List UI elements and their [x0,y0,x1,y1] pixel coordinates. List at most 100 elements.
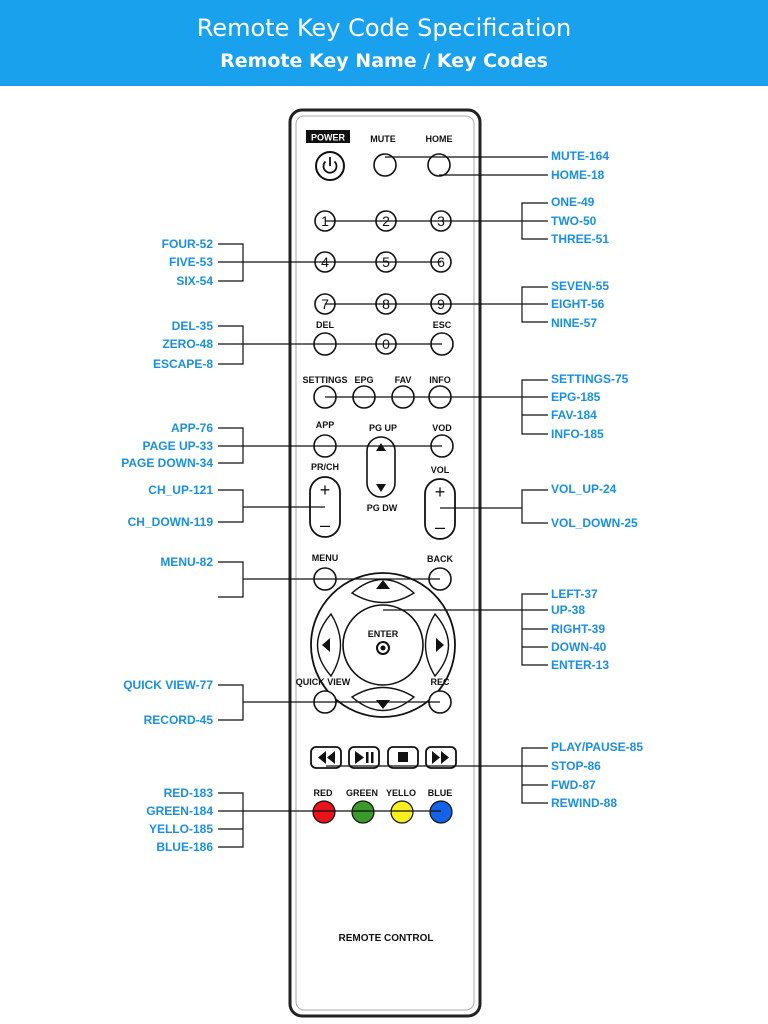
stop-icon [398,752,408,762]
enter-label: ENTER [368,629,399,639]
code-seven: SEVEN-55 [551,279,609,293]
red-button[interactable] [312,800,336,824]
code-info: INFO-185 [551,427,604,441]
channel-up-plus-icon: + [320,480,331,500]
settings-label: SETTINGS [302,375,347,385]
code-nine: NINE-57 [551,316,597,330]
code-pagedown: PAGE DOWN-34 [121,456,213,470]
code-green: GREEN-184 [146,804,213,818]
right-arrow-icon [436,638,444,652]
code-down: DOWN-40 [551,640,607,654]
yellow-button[interactable] [390,800,414,824]
code-playpause: PLAY/PAUSE-85 [551,740,643,754]
code-eight: EIGHT-56 [551,297,605,311]
left-callouts: FOUR-52 FIVE-53 SIX-54 DEL-35 ZERO-48 ES… [121,237,213,854]
right-callouts: MUTE-164 HOME-18 ONE-49 TWO-50 THREE-51 … [551,149,643,810]
menu-label: MENU [312,553,339,563]
code-fwd: FWD-87 [551,778,596,792]
mute-label: MUTE [370,134,396,144]
code-record: RECORD-45 [144,713,214,727]
callout-lines [218,156,548,848]
code-menu: MENU-82 [160,555,213,569]
code-two: TWO-50 [551,214,597,228]
quickview-label: QUICK VIEW [296,677,351,687]
code-left: LEFT-37 [551,587,598,601]
prch-label: PR/CH [311,462,339,472]
down-button[interactable] [350,686,416,712]
app-label: APP [316,420,335,430]
code-settings: SETTINGS-75 [551,372,629,386]
blue-button[interactable] [429,800,453,824]
page-subtitle: Remote Key Name / Key Codes [220,50,548,72]
info-label: INFO [429,375,451,385]
code-chdown: CH_DOWN-119 [128,515,214,529]
back-label: BACK [427,554,453,564]
code-zero: ZERO-48 [162,337,213,351]
page-down-arrow-icon [376,484,386,492]
vol-label: VOL [431,465,450,475]
rec-label: REC [430,677,450,687]
remote-body [288,108,482,1018]
code-enter: ENTER-13 [551,658,609,672]
volume-up-plus-icon: + [435,482,446,502]
code-stop: STOP-86 [551,759,601,773]
enter-dot-icon [376,641,390,655]
code-one: ONE-49 [551,195,595,209]
home-label: HOME [426,134,453,144]
up-arrow-icon [376,580,390,589]
mute-button[interactable] [373,153,397,177]
code-pageup: PAGE UP-33 [143,439,214,453]
code-epg: EPG-185 [551,390,601,404]
green-label: GREEN [346,788,378,798]
del-label: DEL [316,320,335,330]
play-pause-icon [355,751,374,764]
volume-down-minus-icon: – [435,517,445,537]
code-del: DEL-35 [172,319,214,333]
code-right: RIGHT-39 [551,622,605,636]
yellow-label: YELLO [386,788,416,798]
enter-button[interactable] [342,604,424,686]
left-arrow-icon [322,638,330,652]
esc-label: ESC [433,320,452,330]
red-label: RED [313,788,333,798]
power-label-bg [306,130,350,143]
page-rocker-button[interactable] [366,436,396,498]
remote-brand-text: REMOTE CONTROL [339,933,434,944]
power-label: POWER [311,133,346,143]
green-button[interactable] [351,800,375,824]
code-blue: BLUE-186 [156,840,213,854]
code-three: THREE-51 [551,232,609,246]
page-title: Remote Key Code Specification [196,14,572,42]
forward-icon [432,751,449,764]
code-quickview: QUICK VIEW-77 [123,678,213,692]
code-fav: FAV-184 [551,408,597,422]
code-chup: CH_UP-121 [148,483,213,497]
code-red: RED-183 [164,786,214,800]
page-up-arrow-icon [376,443,386,451]
channel-down-minus-icon: – [320,515,330,535]
up-button[interactable] [350,578,416,604]
code-volup: VOL_UP-24 [551,482,617,496]
code-home: HOME-18 [551,168,605,182]
pgdw-label: PG DW [367,503,398,513]
code-four: FOUR-52 [162,237,214,251]
epg-label: EPG [354,375,373,385]
code-voldown: VOL_DOWN-25 [551,516,638,530]
code-yello: YELLO-185 [149,822,213,836]
vod-label: VOD [432,423,452,433]
code-mute: MUTE-164 [551,149,609,163]
code-rewind: REWIND-88 [551,796,617,810]
code-six: SIX-54 [176,274,213,288]
blue-label: BLUE [428,788,453,798]
digit-6-label: 6 [437,254,445,270]
code-app: APP-76 [171,421,213,435]
code-up: UP-38 [551,603,585,617]
fav-label: FAV [395,375,412,385]
pgup-label: PG UP [369,423,397,433]
power-icon [322,157,338,174]
enter-dot-center [380,645,386,651]
volume-rocker-button[interactable] [424,478,456,540]
home-button[interactable] [427,153,451,177]
code-five: FIVE-53 [169,255,213,269]
